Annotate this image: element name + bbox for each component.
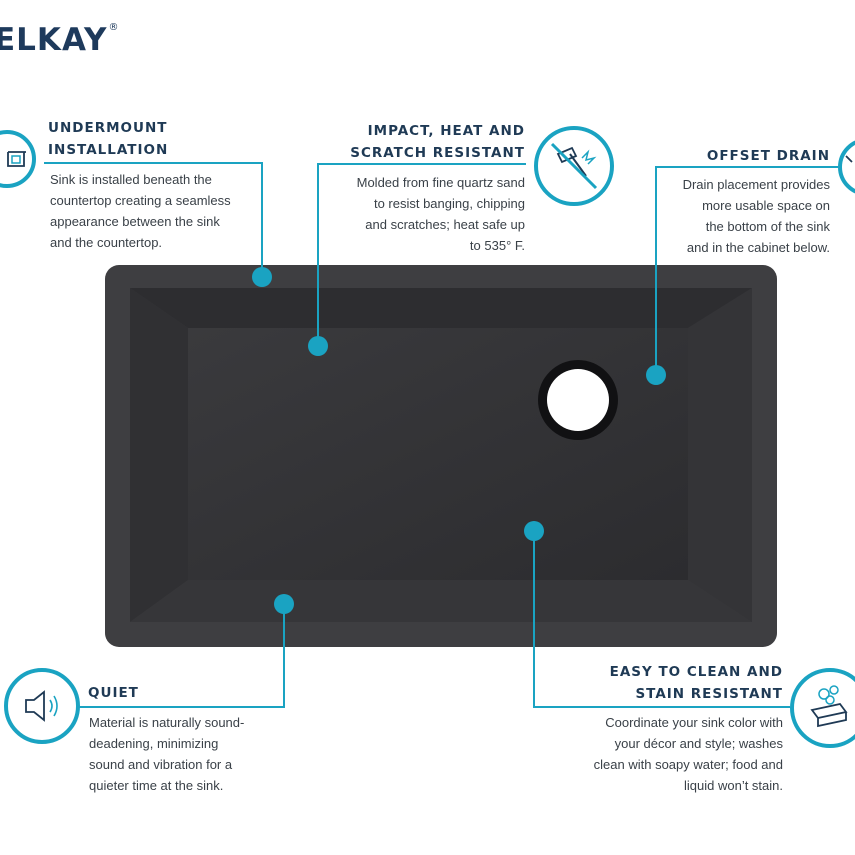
offset-desc-line: more usable space on: [702, 198, 830, 213]
callout-line-offset: [655, 166, 838, 375]
undermount-desc-line: countertop creating a seamless: [50, 193, 231, 208]
easyclean-desc-line: Coordinate your sink color with: [605, 715, 783, 730]
offset-desc-line: and in the cabinet below.: [686, 240, 830, 255]
easyclean-title-line1: EASY TO CLEAN AND: [609, 664, 783, 680]
impact-title: IMPACT, HEAT AND SCRATCH RESISTANT: [350, 120, 525, 164]
sink-floor: [188, 328, 688, 580]
speaker-icon: [4, 668, 80, 744]
sink-wall-right: [688, 288, 752, 622]
easyclean-desc-line: liquid won’t stain.: [684, 778, 783, 793]
easyclean-title: EASY TO CLEAN AND STAIN RESISTANT: [610, 661, 783, 705]
callout-dot-impact: [308, 336, 328, 356]
offset-desc-line: Drain placement provides: [682, 177, 830, 192]
callout-line-quiet: [60, 604, 285, 708]
sink-wall-top: [130, 288, 752, 328]
quiet-desc-line: Material is naturally sound-: [89, 715, 245, 730]
soap-sponge-icon: [790, 668, 855, 748]
offset-title-line1: OFFSET DRAIN: [706, 148, 830, 164]
impact-title-line1: IMPACT, HEAT AND: [367, 123, 525, 139]
impact-title-line2: SCRATCH RESISTANT: [350, 145, 525, 161]
impact-desc-line: and scratches; heat safe up: [365, 217, 525, 232]
impact-desc-line: to 535° F.: [469, 238, 525, 253]
quiet-desc-line: sound and vibration for a: [89, 757, 233, 772]
sink-wall-bottom: [130, 580, 752, 622]
drain-hole: [547, 369, 609, 431]
undermount-desc-line: and the countertop.: [50, 235, 163, 250]
easyclean-desc-line: your décor and style; washes: [614, 736, 783, 751]
undermount-sink-icon: [0, 130, 36, 188]
quiet-title-line1: QUIET: [88, 685, 139, 701]
sink-wall-left: [130, 288, 188, 622]
impact-desc-line: Molded from fine quartz sand: [356, 175, 525, 190]
registered-mark: ®: [108, 22, 120, 33]
callout-line-impact: [317, 163, 526, 346]
callout-line-easyclean: [533, 531, 790, 708]
callout-dot-offset: [646, 365, 666, 385]
offset-description: Drain placement provides more usable spa…: [683, 174, 830, 258]
easyclean-title-line2: STAIN RESISTANT: [635, 686, 783, 702]
offset-desc-line: the bottom of the sink: [705, 219, 830, 234]
offset-title: OFFSET DRAIN: [707, 145, 830, 167]
easyclean-description: Coordinate your sink color with your déc…: [594, 712, 783, 796]
callout-line-undermount: [44, 162, 263, 276]
undermount-description: Sink is installed beneath the countertop…: [50, 169, 231, 253]
undermount-title-line2: INSTALLATION: [48, 142, 169, 158]
callout-dot-undermount: [252, 267, 272, 287]
quiet-description: Material is naturally sound- deadening, …: [89, 712, 244, 796]
impact-description: Molded from fine quartz sand to resist b…: [357, 172, 525, 256]
brand-logo: ELKAY®: [0, 22, 119, 58]
undermount-title: UNDERMOUNT INSTALLATION: [48, 117, 168, 161]
easyclean-desc-line: clean with soapy water; food and: [593, 757, 783, 772]
undermount-desc-line: appearance between the sink: [50, 214, 220, 229]
quiet-desc-line: deadening, minimizing: [89, 736, 219, 751]
quiet-title: QUIET: [88, 682, 139, 704]
undermount-title-line1: UNDERMOUNT: [48, 120, 168, 136]
callout-dot-easyclean: [524, 521, 544, 541]
undermount-desc-line: Sink is installed beneath the: [50, 172, 212, 187]
callout-dot-quiet: [274, 594, 294, 614]
impact-desc-line: to resist banging, chipping: [373, 196, 525, 211]
quiet-desc-line: quieter time at the sink.: [89, 778, 224, 793]
no-hammer-icon: [534, 126, 614, 206]
logo-text: ELKAY: [0, 22, 108, 58]
